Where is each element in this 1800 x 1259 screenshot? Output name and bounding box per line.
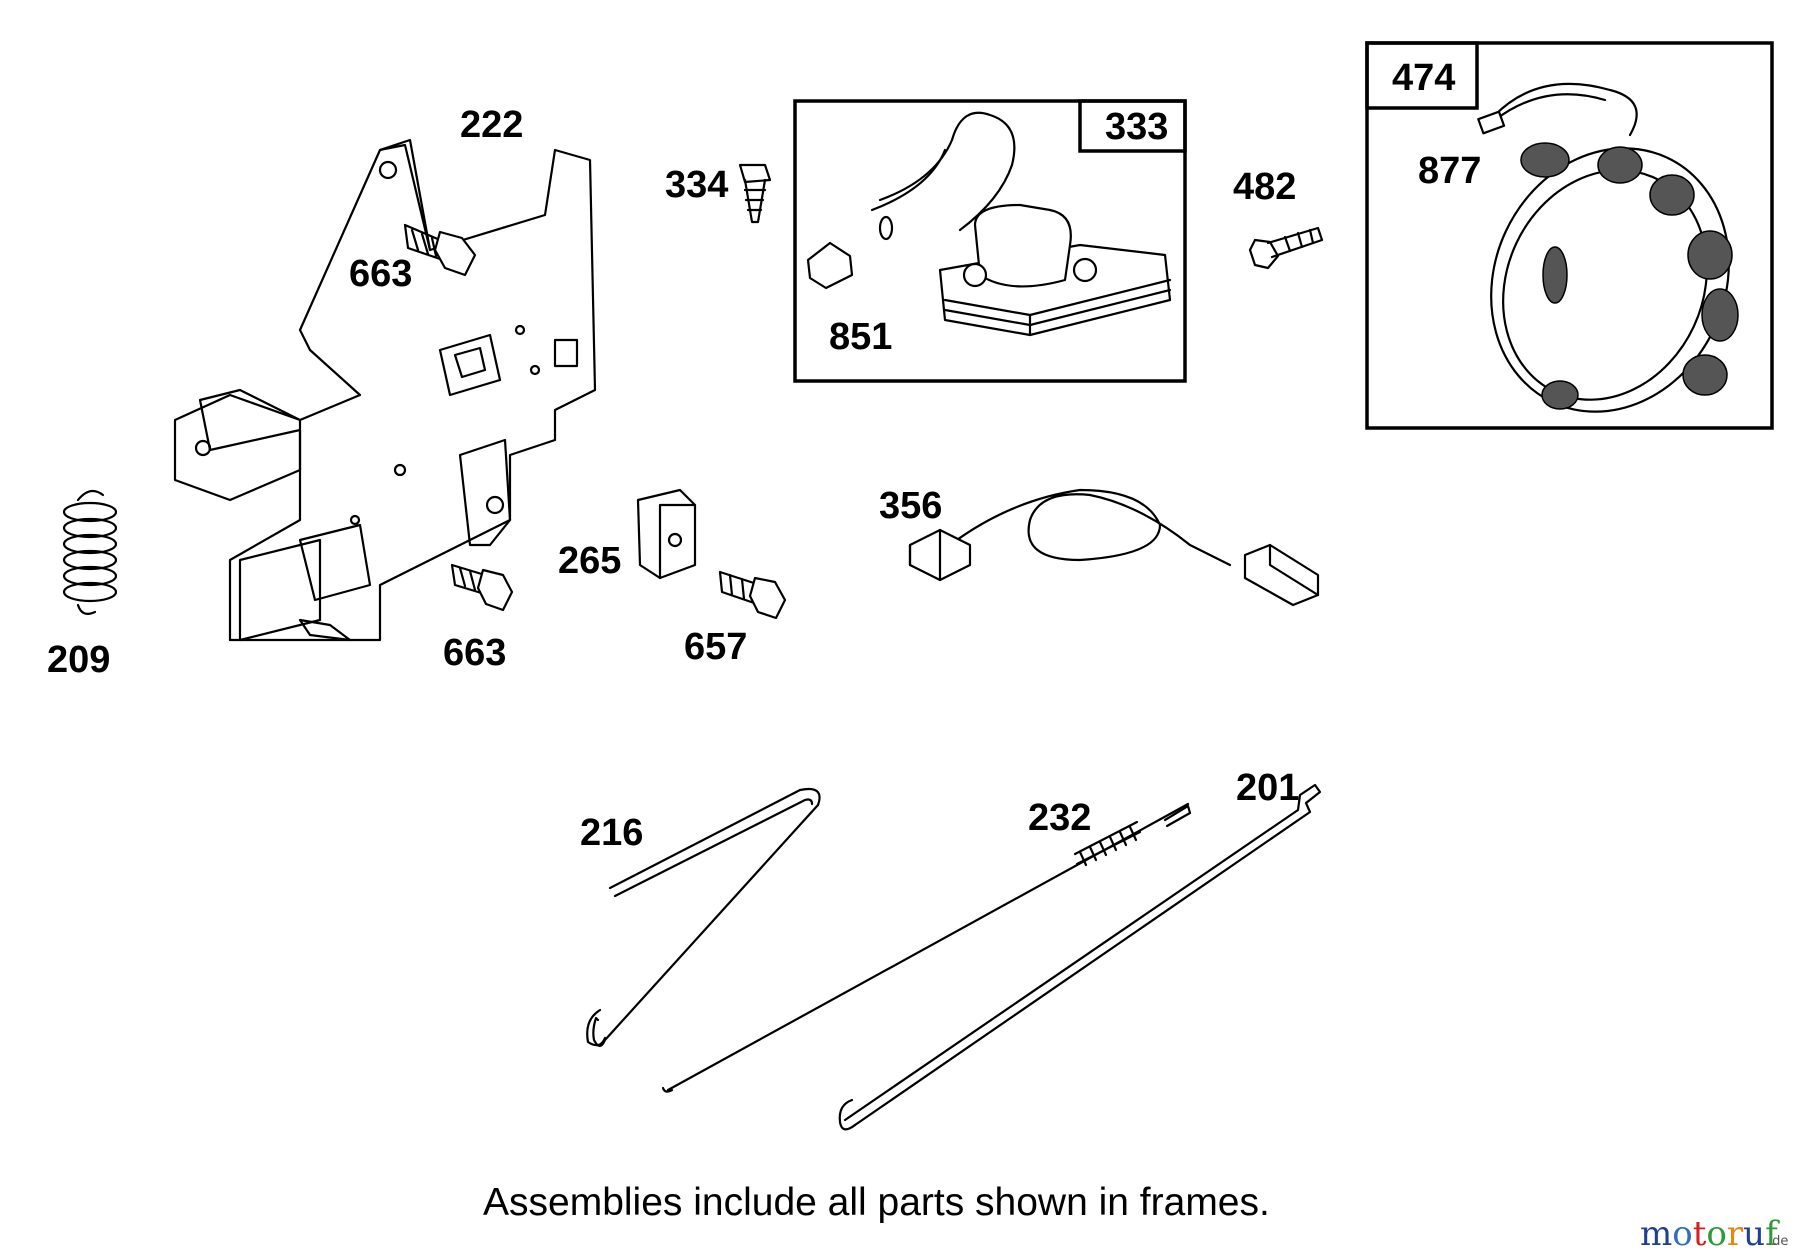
wm-letter: t [1693, 1214, 1707, 1254]
wm-letter: u [1743, 1214, 1765, 1254]
spring-209 [62, 489, 118, 615]
callout-201: 201 [1236, 767, 1299, 809]
control-bracket-222 [173, 138, 597, 642]
callout-663-lower: 663 [443, 632, 506, 674]
alternator-stator [1477, 82, 1739, 413]
wm-letter: r [1727, 1214, 1744, 1254]
screw-663-upper [403, 223, 477, 277]
screw-482 [1248, 226, 1324, 270]
screw-657 [718, 570, 787, 620]
callout-333: 333 [1105, 106, 1168, 148]
watermark-suffix: .de [1768, 1234, 1788, 1249]
watermark-logo: motoruf .de [1640, 1214, 1788, 1254]
callout-474: 474 [1392, 57, 1455, 99]
wm-letter: m [1640, 1214, 1672, 1254]
callout-334: 334 [665, 164, 728, 206]
watermark-text: motoruf [1640, 1214, 1780, 1254]
link-216 [586, 787, 821, 1048]
screw-663-lower [450, 563, 514, 612]
screw-334 [738, 163, 772, 224]
callout-851: 851 [829, 316, 892, 358]
frame-333 [793, 99, 1187, 383]
wm-letter: o [1672, 1214, 1692, 1254]
wm-letter: o [1706, 1214, 1726, 1254]
callout-222: 222 [460, 104, 523, 146]
bracket-265 [636, 488, 697, 580]
wm-letter: f [1765, 1214, 1780, 1254]
callout-labels: 222 663 663 209 334 265 657 333 851 482 … [47, 57, 1481, 854]
callout-209: 209 [47, 639, 110, 681]
frame-474 [1365, 41, 1774, 430]
callout-663-upper: 663 [349, 253, 412, 295]
callout-356: 356 [879, 485, 942, 527]
callout-216: 216 [580, 812, 643, 854]
callout-265: 265 [558, 540, 621, 582]
callout-657: 657 [684, 626, 747, 668]
link-232 [661, 802, 1192, 1093]
link-201 [838, 783, 1322, 1131]
caption: Assemblies include all parts shown in fr… [483, 1181, 1270, 1224]
callout-232: 232 [1028, 797, 1091, 839]
callout-482: 482 [1233, 166, 1296, 208]
callout-877: 877 [1418, 150, 1481, 192]
ground-wire-356 [908, 488, 1320, 607]
armature-coil [806, 111, 1172, 337]
